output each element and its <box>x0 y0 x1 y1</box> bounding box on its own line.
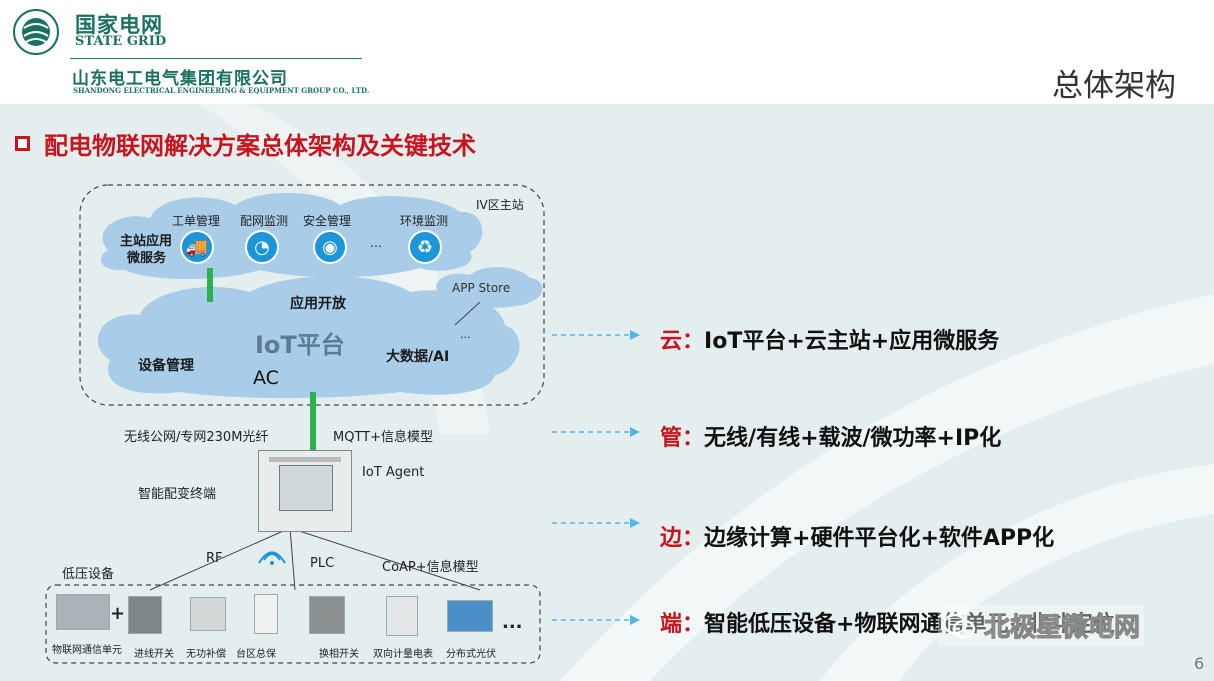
iot-platform-cloud <box>97 276 520 398</box>
layer-edge-text: 边缘计算+硬件平台化+软件APP化 <box>704 526 1055 551</box>
app-store-label: APP Store <box>452 281 511 295</box>
open-app-label: 应用开放 <box>290 296 346 312</box>
layer-arrows <box>552 334 630 621</box>
station-boundary <box>79 184 545 406</box>
plc-line <box>289 527 296 591</box>
rf-line <box>149 527 291 591</box>
ac-label: AC <box>253 367 279 389</box>
service-label-ellipsis: … <box>370 236 382 250</box>
device-label-pv: 分布式光伏 <box>446 649 496 660</box>
device-mgmt-label: 设备管理 <box>138 358 194 374</box>
company-name-cn: 山东电工电气集团有限公司 <box>72 69 288 89</box>
layer-edge-key: 边 <box>660 526 683 551</box>
terminal-name-label: 智能配变终端 <box>138 487 217 502</box>
layer-end-sep: ： <box>682 612 705 637</box>
service-label-environment: 环境监测 <box>400 214 449 228</box>
layer-end-key: 端 <box>660 612 683 637</box>
state-grid-logo <box>12 8 60 56</box>
layer-end: 端：智能低压设备+物联网通信单元+北斗定位 <box>660 606 1115 638</box>
layer-end-text: 智能低压设备+物联网通信单元+北斗定位 <box>704 612 1115 637</box>
section-title: 总体架构 <box>1052 68 1176 104</box>
brand-name-en: STATE GRID <box>75 34 167 49</box>
low-voltage-boundary <box>45 584 541 664</box>
layer-pipe-text: 无线/有线+载波/微功率+IP化 <box>704 426 1002 451</box>
recycle-icon: ♻ <box>408 230 442 264</box>
globe-icon <box>13 9 59 55</box>
iot-agent-label: IoT Agent <box>362 465 425 480</box>
terminal-panel <box>269 457 341 462</box>
layer-edge: 边：边缘计算+硬件平台化+软件APP化 <box>660 520 1054 552</box>
layer-edge-sep: ： <box>682 526 705 551</box>
device-label-comm-unit: 物联网通信单元 <box>52 645 122 656</box>
micro-services-label-1: 主站应用 <box>120 234 173 249</box>
app-store-link <box>454 301 481 326</box>
iot-ellipsis: ... <box>460 328 471 341</box>
checkbox-bullet-icon <box>15 136 30 151</box>
page-number: 6 <box>1194 654 1205 673</box>
device-label-area-protector: 台区总保 <box>236 649 276 660</box>
device-label-meter: 双向计量电表 <box>373 649 433 660</box>
area-protector-device <box>254 594 278 634</box>
brand-name-cn: 国家电网 <box>75 13 163 37</box>
service-label-work-order: 工单管理 <box>172 214 221 228</box>
layer-cloud: 云：IoT平台+云主站+应用微服务 <box>660 323 999 355</box>
camera-icon: ◉ <box>313 230 347 264</box>
header-divider <box>70 58 362 59</box>
iot-platform-label: IoT平台 <box>255 331 345 359</box>
smart-distribution-terminal <box>258 450 352 532</box>
device-label-reactive-comp: 无功补偿 <box>186 649 226 660</box>
terminal-screen <box>279 465 333 511</box>
comm-unit-device <box>56 594 110 630</box>
micro-services-label-2: 微服务 <box>127 251 167 266</box>
service-label-monitoring: 配网监测 <box>240 214 289 228</box>
device-label-phase-switch: 换相开关 <box>319 649 359 660</box>
layer-cloud-text: IoT平台+云主站+应用微服务 <box>704 329 1000 354</box>
watermark: 北极星微电网 <box>938 605 1145 646</box>
network-right-label: MQTT+信息模型 <box>333 430 433 445</box>
network-left-label: 无线公网/专网230M光纤 <box>124 430 269 445</box>
reactive-comp-device <box>190 597 226 631</box>
low-voltage-label: 低压设备 <box>62 567 115 582</box>
watermark-text: 北极星微电网 <box>983 613 1141 644</box>
coap-label: CoAP+信息模型 <box>382 560 479 575</box>
layer-pipe: 管：无线/有线+载波/微功率+IP化 <box>660 420 1001 452</box>
plus-sign: + <box>110 603 126 624</box>
layer-cloud-key: 云 <box>660 329 683 354</box>
plc-label: PLC <box>310 556 335 571</box>
truck-icon: 🚚 <box>180 230 214 264</box>
gauge-icon: ◔ <box>245 230 279 264</box>
rf-label: RF <box>206 551 223 566</box>
wechat-icon <box>942 612 976 640</box>
bigdata-label: 大数据/AI <box>386 349 450 365</box>
layer-cloud-sep: ： <box>682 329 705 354</box>
headline: 配电物联网解决方案总体架构及关键技术 <box>44 132 476 160</box>
company-name-en: SHANDONG ELECTRICAL ENGINEERING & EQUIPM… <box>73 86 370 95</box>
device-label-incoming-switch: 进线开关 <box>134 649 174 660</box>
layer-pipe-sep: ： <box>682 426 705 451</box>
pv-panel-device <box>447 600 493 632</box>
incoming-switch-device <box>128 596 162 634</box>
layer-pipe-key: 管 <box>660 426 683 451</box>
service-label-safety: 安全管理 <box>303 214 352 228</box>
wireless-signal-icon <box>258 551 286 565</box>
phase-switch-device <box>309 596 345 634</box>
coap-line <box>289 527 481 591</box>
station-label: IV区主站 <box>476 198 524 212</box>
devices-more: ... <box>502 612 523 633</box>
bidirectional-meter-device <box>386 596 418 636</box>
